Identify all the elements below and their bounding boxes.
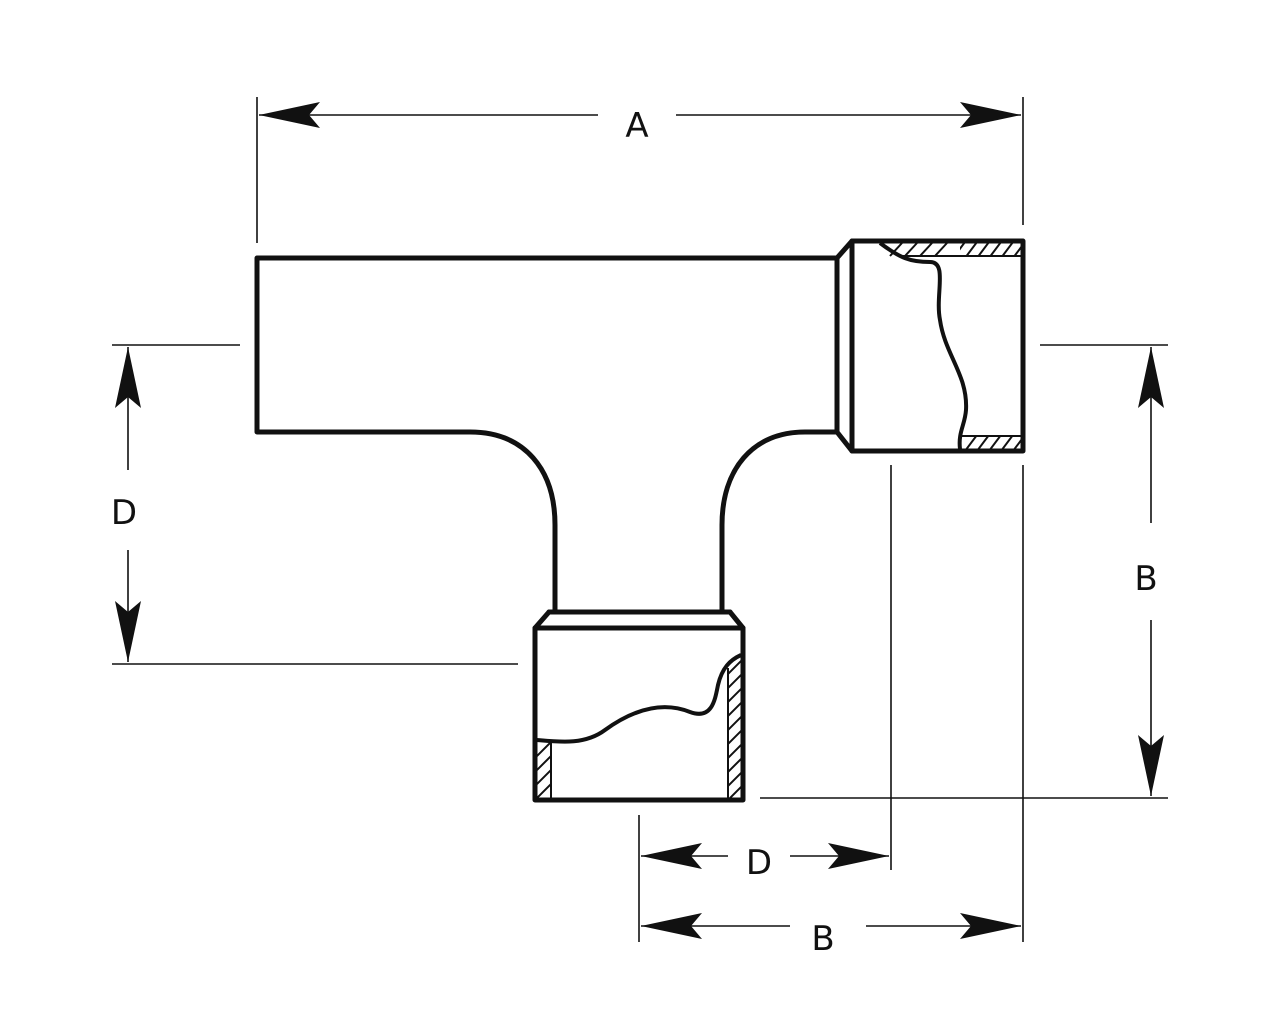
- dimension-d-left-arrow-top: [115, 347, 141, 408]
- right-socket-break-line: [878, 241, 969, 450]
- right-socket-hatch-bottom: [965, 436, 1023, 449]
- dimension-a: A: [259, 102, 1021, 146]
- dimension-a-arrow-right: [960, 102, 1021, 128]
- extension-lines: [112, 97, 1168, 942]
- bottom-socket-outline: [532, 609, 746, 803]
- right-socket: [834, 238, 1026, 454]
- dimension-b-right-arrow-top: [1138, 347, 1164, 408]
- dimension-a-arrow-left: [259, 102, 320, 128]
- right-socket-hatch-top: [960, 243, 1023, 256]
- dimension-d-bottom-arrow-right: [828, 843, 889, 869]
- right-socket-hatch-top-left: [889, 242, 948, 257]
- dimension-b-right-arrow-bottom: [1138, 735, 1164, 796]
- bottom-socket: [532, 609, 746, 803]
- dimension-b-right-label: B: [1134, 559, 1157, 599]
- dimension-b-right: B: [1134, 347, 1164, 796]
- dimension-b-bottom-label: B: [811, 919, 834, 959]
- bottom-socket-hatch-left: [537, 742, 551, 800]
- dimension-d-left: D: [111, 347, 141, 662]
- bottom-socket-hatch-right: [728, 658, 742, 800]
- right-socket-outline: [834, 238, 1026, 454]
- tee-body-outline: [254, 255, 840, 615]
- dimension-a-label: A: [625, 106, 648, 146]
- tee-body: [254, 255, 840, 615]
- dimension-b-bottom-arrow-left: [641, 913, 702, 939]
- dimension-d-bottom-label: D: [746, 843, 772, 883]
- bottom-socket-break-line: [536, 653, 742, 744]
- dimension-d-bottom: D: [641, 843, 889, 883]
- dimension-b-bottom: B: [641, 913, 1021, 959]
- dimension-d-left-arrow-bottom: [115, 601, 141, 662]
- dimension-b-bottom-arrow-right: [960, 913, 1021, 939]
- dimension-d-bottom-arrow-left: [641, 843, 702, 869]
- dimension-d-left-label: D: [111, 493, 137, 533]
